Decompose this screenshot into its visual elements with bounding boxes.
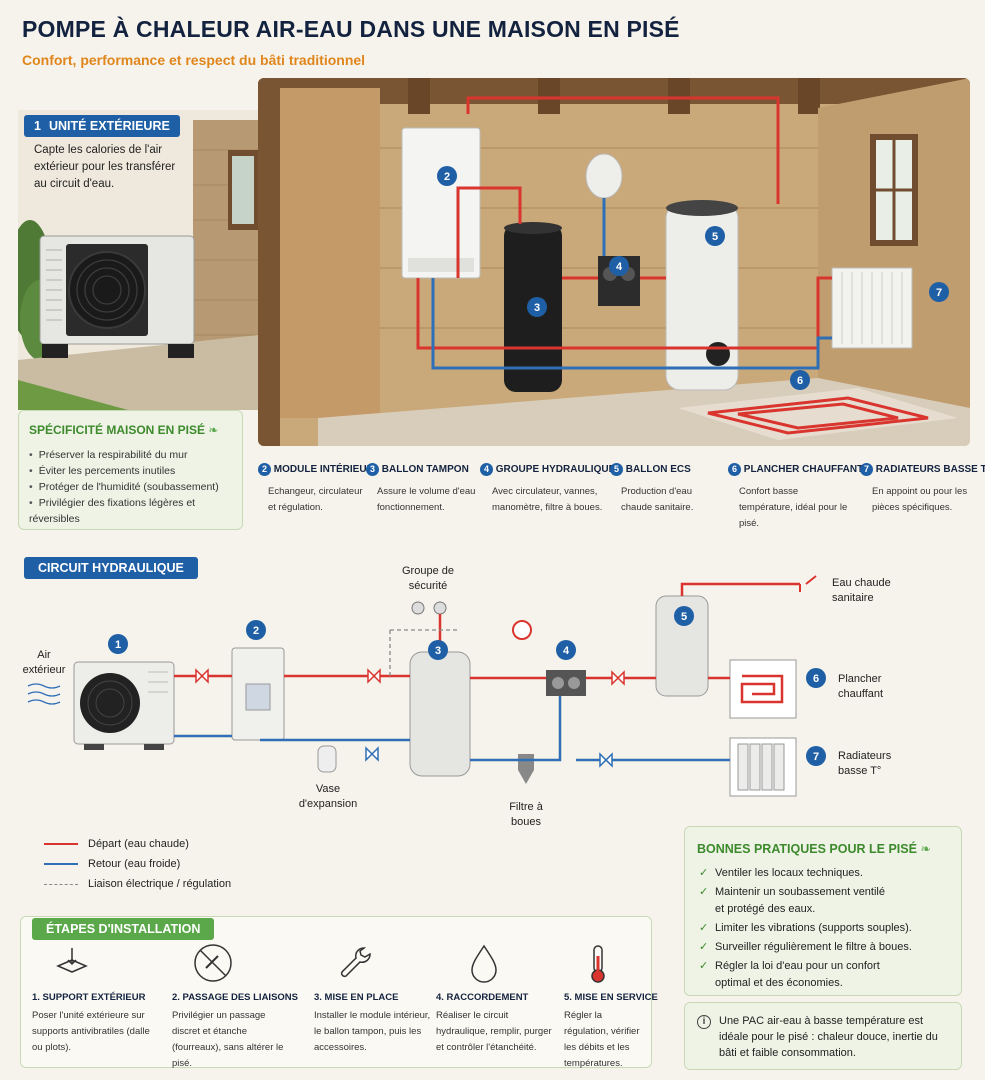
- step-1: 1. SUPPORT EXTÉRIEUR Poser l'unité extér…: [32, 992, 152, 1056]
- leaf-icon: ❧: [208, 423, 219, 437]
- component-desc-2: Echangeur, circulateur et régulation.: [268, 486, 363, 513]
- pise-item: Privilégier des fixations légères et rév…: [29, 495, 219, 527]
- check-icon: ✓: [699, 886, 709, 898]
- photo-marker-5: 5: [712, 231, 718, 243]
- outdoor-unit-badge-label: UNITÉ EXTÉRIEURE: [48, 119, 170, 133]
- component-label-7: 7 RADIATEURS BASSE T°: [860, 463, 985, 476]
- component-label-2: 2 MODULE INTÉRIEUR: [258, 463, 374, 476]
- label-air: Air extérieur: [22, 649, 66, 676]
- step-title: 4. RACCORDEMENT: [436, 992, 529, 1003]
- check-icon: ✓: [699, 922, 709, 934]
- check-icon: ✓: [699, 941, 709, 953]
- label-dhw: Eau chaude sanitaire: [832, 577, 891, 604]
- water-drop-icon: [471, 944, 497, 983]
- wrench-icon: [340, 947, 371, 978]
- component-label-5: 5 BALLON ECS: [610, 463, 691, 476]
- component-label-4: 4 GROUPE HYDRAULIQUE: [480, 463, 615, 476]
- info-text: Une PAC air-eau à basse température est …: [719, 1015, 938, 1059]
- step-desc: Installer le module intérieur, le ballon…: [314, 1010, 431, 1053]
- step-title: 1. SUPPORT EXTÉRIEUR: [32, 992, 146, 1003]
- component-desc-3: Assure le volume d'eau fonctionnement.: [377, 486, 476, 513]
- step-2: 2. PASSAGE DES LIAISONS Privilégier un p…: [172, 992, 298, 1072]
- component-desc-6: Confort basse température, idéal pour le…: [739, 486, 848, 529]
- practice-item: Ventiler les locaux techniques.: [715, 867, 863, 879]
- label-expansion: Vase d'expansion: [298, 783, 358, 810]
- practice-item: Maintenir un soubassement ventilé et pro…: [715, 886, 885, 915]
- outdoor-unit-photo: [18, 110, 258, 410]
- no-drill-icon: [194, 944, 232, 982]
- label-floor-heating: Plancher chauffant: [838, 673, 884, 700]
- info-icon: i: [697, 1015, 711, 1029]
- step-5: 5. MISE EN SERVICE Régler la régulation,…: [564, 992, 658, 1072]
- good-practices-box: BONNES PRATIQUES POUR LE PISÉ ❧ ✓ Ventile…: [684, 826, 962, 996]
- step-desc: Poser l'unité extérieure sur supports an…: [32, 1010, 150, 1053]
- pise-specifics-box: SPÉCIFICITÉ MAISON EN PISÉ ❧ Préserver l…: [18, 410, 243, 530]
- photo-marker-6: 6: [797, 375, 803, 387]
- step-desc: Régler la régulation, vérifier les débit…: [564, 1010, 640, 1069]
- legend-hot: Départ (eau chaude): [88, 838, 189, 850]
- page-title: POMPE À CHALEUR AIR-EAU DANS UNE MAISON …: [22, 16, 680, 42]
- technical-room-photo: 2 3 4 5 6 7: [258, 78, 970, 446]
- circuit-num-6: 6: [813, 673, 819, 685]
- check-icon: ✓: [699, 867, 709, 879]
- circuit-num-7: 7: [813, 751, 819, 763]
- pise-item: Éviter les percements inutiles: [29, 463, 219, 479]
- circuit-num-2: 2: [253, 625, 259, 637]
- pise-item: Protéger de l'humidité (soubassement): [29, 479, 219, 495]
- label-filter: Filtre à boues: [509, 801, 543, 828]
- check-icon: ✓: [699, 960, 709, 972]
- circuit-badge: CIRCUIT HYDRAULIQUE: [24, 557, 198, 579]
- circuit-num-3: 3: [435, 645, 441, 657]
- step-desc: Réaliser le circuit hydraulique, remplir…: [436, 1010, 552, 1053]
- step-3: 3. MISE EN PLACE Installer le module int…: [314, 992, 434, 1056]
- photo-marker-7: 7: [936, 287, 942, 299]
- pise-item: Préserver la respirabilité du mur: [29, 447, 219, 463]
- hydraulic-diagram: 1 2 3 4 5 6 7: [27, 575, 826, 797]
- photo-marker-2: 2: [444, 171, 450, 183]
- component-desc-7: En appoint ou pour les pièces spécifique…: [872, 486, 968, 513]
- component-desc-5: Production d'eau chaude sanitaire.: [621, 486, 694, 513]
- outdoor-unit-description: Capte les calories de l'air extérieur po…: [34, 144, 176, 190]
- good-practices-title: BONNES PRATIQUES POUR LE PISÉ: [697, 842, 917, 856]
- practice-item: Surveiller régulièrement le filtre à bou…: [715, 941, 912, 953]
- circuit-num-4: 4: [563, 645, 570, 657]
- page-subtitle: Confort, performance et respect du bâti …: [22, 52, 366, 68]
- outdoor-unit-badge-num: 1: [34, 119, 41, 133]
- circuit-num-1: 1: [115, 639, 121, 651]
- installation-steps-badge: ÉTAPES D'INSTALLATION: [32, 918, 215, 940]
- info-box: i Une PAC air-eau à basse température es…: [684, 1002, 962, 1070]
- thermometer-icon: [591, 945, 605, 983]
- leaf-icon: ❧: [920, 842, 931, 856]
- step-title: 3. MISE EN PLACE: [314, 992, 399, 1003]
- installation-steps-box: [20, 916, 652, 1068]
- practice-item: Limiter les vibrations (supports souples…: [715, 922, 912, 934]
- pise-specifics-title: SPÉCIFICITÉ MAISON EN PISÉ: [29, 423, 206, 437]
- practice-item: Régler la loi d'eau pour un confort opti…: [715, 960, 880, 989]
- outdoor-unit-badge: 1 UNITÉ EXTÉRIEURE: [24, 115, 180, 137]
- component-desc-4: Avec circulateur, vannes, manomètre, fil…: [492, 486, 603, 513]
- legend-cold: Retour (eau froide): [88, 858, 181, 870]
- label-safety-group: Groupe de sécurité: [402, 565, 454, 592]
- circuit-legend: Départ (eau chaude) Retour (eau froide) …: [44, 834, 231, 894]
- circuit-num-5: 5: [681, 611, 687, 623]
- step-desc: Privilégier un passage discret et étanch…: [172, 1010, 284, 1069]
- step-title: 5. MISE EN SERVICE: [564, 992, 658, 1003]
- component-label-6: 6 PLANCHER CHAUFFANT: [728, 463, 863, 476]
- photo-marker-4: 4: [616, 261, 623, 273]
- step-title: 2. PASSAGE DES LIAISONS: [172, 992, 298, 1003]
- component-label-3: 3 BALLON TAMPON: [366, 463, 469, 476]
- label-radiators: Radiateurs basse T°: [838, 750, 892, 777]
- photo-marker-3: 3: [534, 302, 540, 314]
- support-icon: [56, 948, 88, 973]
- step-4: 4. RACCORDEMENT Réaliser le circuit hydr…: [436, 992, 556, 1056]
- legend-electric: Liaison électrique / régulation: [88, 878, 232, 890]
